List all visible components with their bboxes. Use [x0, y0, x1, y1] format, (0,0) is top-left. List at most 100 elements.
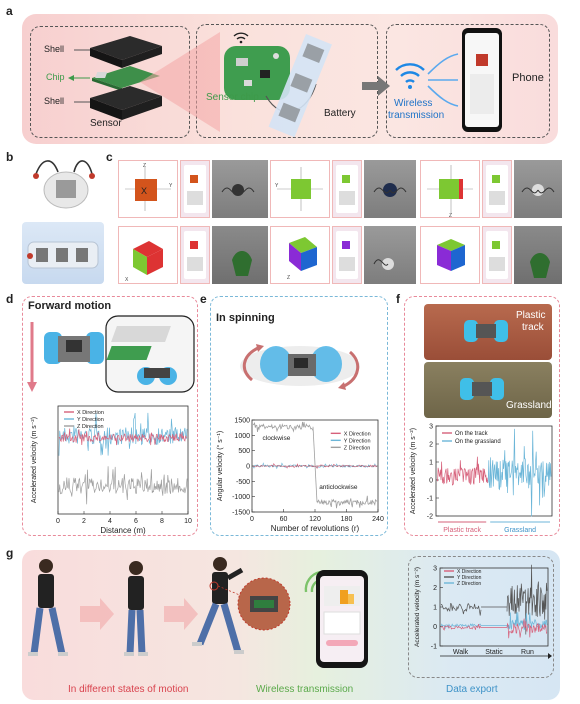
- series-y-run: [506, 564, 548, 635]
- cube-orientation-2: Y: [270, 160, 330, 218]
- label-transmission: transmission: [388, 110, 445, 121]
- legend-label: On the track: [455, 431, 489, 437]
- panel-e-label: e: [200, 292, 207, 306]
- grassland-photo: [424, 362, 552, 418]
- label-sensor: Sensor: [90, 118, 122, 129]
- plot-frame: [57, 405, 189, 515]
- x-tick-label: 6: [134, 518, 138, 525]
- series-z-direction: [58, 466, 188, 505]
- category-label: Static: [485, 649, 503, 656]
- y-tick-label: 0: [246, 464, 250, 471]
- panel-d-label: d: [6, 292, 14, 306]
- y-axis-label: Accelerated velocity (m s⁻²): [31, 417, 38, 503]
- sensor-photo-wired: [22, 152, 104, 216]
- phone-screen-3: [482, 160, 512, 218]
- cube-orientation-4: X: [118, 226, 178, 284]
- series-x-direction: [58, 428, 188, 446]
- sensor-photo-2: [364, 160, 416, 218]
- cube-x-label: X: [141, 186, 147, 196]
- x-axis-label: Number of revolutions (r): [271, 524, 360, 533]
- y-tick-label: -2: [427, 514, 433, 521]
- x-axis-label: Distance (m): [100, 526, 146, 535]
- annotation-clockwise: clockwise: [263, 435, 291, 442]
- panel-f-label: f: [396, 292, 400, 306]
- svg-text:Z: Z: [449, 213, 452, 217]
- y-tick-label: 500: [238, 448, 250, 455]
- x-tick-label: 180: [341, 516, 353, 523]
- beam-decoration: [140, 32, 220, 132]
- phone-icon: [462, 28, 502, 132]
- legend-label: X Direction: [77, 410, 104, 416]
- panel-b-label: b: [6, 150, 14, 164]
- label-grassland-photo: Grassland: [506, 400, 552, 411]
- label-sensor-chip: Sensor chip: [206, 92, 259, 103]
- series-z-run: [506, 612, 548, 630]
- label-shell-top: Shell: [44, 44, 65, 54]
- series-on-the-track: [436, 456, 489, 486]
- legend-label: Z Direction: [77, 424, 104, 430]
- svg-text:X: X: [125, 277, 129, 283]
- series-x-walk: [440, 624, 482, 631]
- series-x-direction: [252, 462, 378, 469]
- plot-frame: [435, 425, 553, 517]
- series-y-direction: [58, 412, 188, 456]
- wifi-icon: [233, 32, 249, 44]
- x-tick-label: 4: [108, 518, 112, 525]
- y-tick-label: 1000: [234, 433, 250, 440]
- category-axis-arrow: [548, 653, 552, 659]
- x-tick-label: 10: [184, 518, 192, 525]
- phone-screen-5: [332, 226, 362, 284]
- robot-car-illustration: [27, 315, 195, 393]
- label-chip: Chip: [46, 72, 65, 82]
- phone-box: [386, 24, 550, 138]
- sensor-chip-illustration: [224, 32, 332, 138]
- panel-e-title: In spinning: [216, 312, 275, 324]
- spinning-car-photo: [240, 344, 360, 390]
- y-axis-label: Angular velocity (° s⁻¹): [216, 431, 224, 501]
- cube-orientation-3: Z: [420, 160, 480, 219]
- x-tick-label: 0: [56, 518, 60, 525]
- svg-text:Z: Z: [143, 163, 146, 169]
- sensor-photo-4: [212, 226, 268, 284]
- panel-d-title: Forward motion: [28, 300, 112, 312]
- legend-label: Z Direction: [344, 445, 371, 451]
- series-on-the-grassland: [487, 428, 552, 517]
- y-tick-label: -1: [431, 644, 437, 651]
- region-label-grass: Grassland: [504, 527, 536, 534]
- series-z-clockwise: [252, 421, 314, 433]
- series-x-run: [506, 618, 548, 639]
- label-battery: Battery: [324, 108, 356, 119]
- sensor-photo-5: [364, 226, 416, 284]
- label-phone: Phone: [512, 72, 544, 84]
- y-tick-label: 2: [433, 585, 437, 592]
- x-tick-label: 0: [250, 516, 254, 523]
- x-tick-label: 240: [372, 516, 384, 523]
- label-shell-bottom: Shell: [44, 96, 65, 106]
- svg-text:Y: Y: [169, 183, 173, 189]
- y-tick-label: 1: [433, 605, 437, 612]
- sensor-exploded-illustration: [68, 36, 162, 120]
- y-tick-label: 3: [433, 566, 437, 573]
- series-z-anticlockwise: [316, 495, 378, 509]
- y-tick-label: 1500: [234, 418, 250, 425]
- sensor-photo-3: [514, 160, 562, 218]
- cube-orientation-5: Z: [270, 226, 330, 284]
- y-tick-label: -500: [236, 479, 250, 486]
- label-track: track: [522, 322, 544, 333]
- legend-label: Y Direction: [344, 438, 371, 444]
- label-motion-states: In different states of motion: [68, 684, 189, 695]
- phone-screen-2: [332, 160, 362, 218]
- sensor-photo-1: [212, 160, 268, 218]
- wireless-phone-illustration: [395, 28, 502, 132]
- y-tick-label: 0: [433, 624, 437, 631]
- cube-orientation-1: X Z Y: [118, 160, 178, 218]
- series-y-walk: [440, 602, 482, 616]
- phone-screen-6: [482, 226, 512, 284]
- arrow-right-icon: [362, 76, 390, 96]
- panel-c-label: c: [106, 150, 113, 164]
- annotation-anticlockwise: anticlockwise: [319, 484, 358, 491]
- phone-screen-4: [180, 226, 210, 284]
- panel-d-box: [22, 296, 198, 536]
